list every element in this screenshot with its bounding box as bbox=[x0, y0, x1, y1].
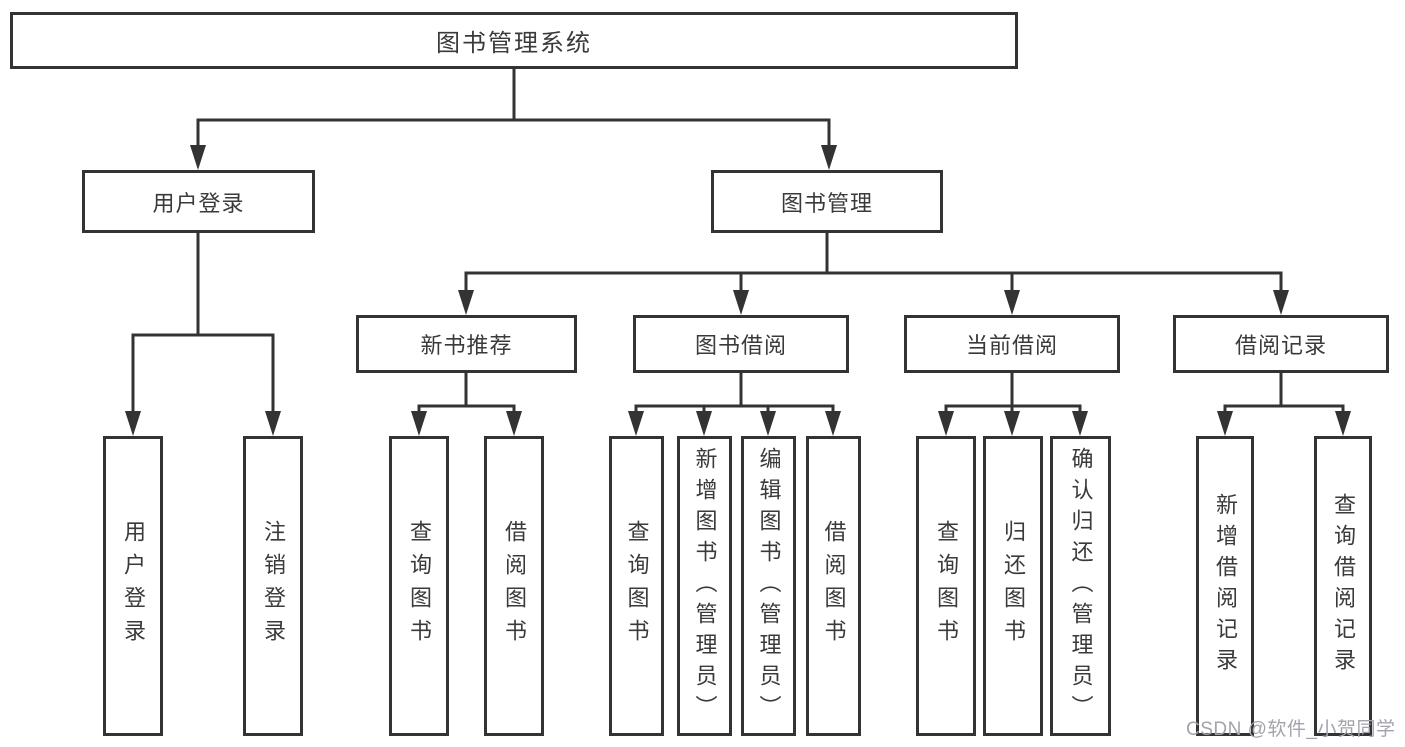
leaf-add-book-admin: 新增图书（管理员） bbox=[677, 436, 732, 736]
leaf-add-borrow-record: 新增借阅记录 bbox=[1196, 436, 1254, 736]
node-library-management-system: 图书管理系统 bbox=[10, 12, 1018, 69]
connector-user-login-to-leaves bbox=[125, 233, 281, 436]
leaf-query-borrow-record: 查询借阅记录 bbox=[1314, 436, 1372, 736]
leaf-query-books-borrowing: 查询图书 bbox=[609, 436, 664, 736]
node-book-management: 图书管理 bbox=[711, 170, 943, 233]
leaf-borrow-books-recommend: 借阅图书 bbox=[484, 436, 544, 736]
leaf-user-login: 用户登录 bbox=[103, 436, 163, 736]
connector-current-borrowing-to-leaves bbox=[938, 373, 1088, 436]
node-new-book-recommend: 新书推荐 bbox=[356, 315, 577, 373]
leaf-query-books-recommend: 查询图书 bbox=[389, 436, 449, 736]
node-user-login: 用户登录 bbox=[82, 170, 315, 233]
connector-borrowing-records-to-leaves bbox=[1217, 373, 1351, 436]
csdn-watermark: CSDN @软件_小贺同学 bbox=[1186, 719, 1396, 740]
node-current-borrowing: 当前借阅 bbox=[904, 315, 1120, 373]
connector-new-book-recommend-to-leaves bbox=[411, 373, 522, 436]
leaf-logout: 注销登录 bbox=[243, 436, 303, 736]
leaf-confirm-return-admin: 确认归还（管理员） bbox=[1050, 436, 1111, 736]
connector-root-to-level2 bbox=[190, 69, 837, 170]
leaf-edit-book-admin: 编辑图书（管理员） bbox=[741, 436, 796, 736]
leaf-query-books-current: 查询图书 bbox=[916, 436, 976, 736]
connector-book-borrowing-to-leaves bbox=[628, 373, 841, 436]
connector-book-management-to-level3 bbox=[458, 233, 1289, 315]
node-borrowing-records: 借阅记录 bbox=[1173, 315, 1389, 373]
node-book-borrowing: 图书借阅 bbox=[633, 315, 849, 373]
leaf-return-books: 归还图书 bbox=[983, 436, 1043, 736]
leaf-borrow-books-borrowing: 借阅图书 bbox=[806, 436, 861, 736]
